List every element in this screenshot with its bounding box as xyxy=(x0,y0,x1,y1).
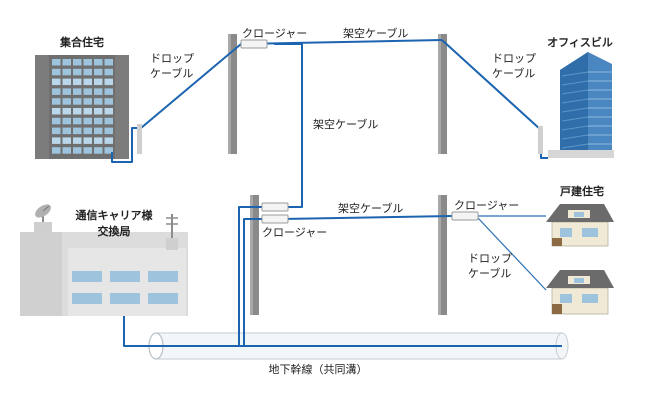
drop-cable-apartment xyxy=(111,43,242,163)
label-drop-house-line2: ケーブル xyxy=(468,266,511,280)
utility-pole-icon xyxy=(438,195,447,315)
underground-riser xyxy=(238,206,562,347)
underground-riser xyxy=(243,218,262,346)
label-aerial-lower: 架空ケーブル xyxy=(338,201,403,215)
cable-closure-icon xyxy=(261,202,289,212)
label-aerial-top: 架空ケーブル xyxy=(343,26,408,40)
drop-cable-house-2 xyxy=(477,217,547,291)
label-drop-apartment-line2: ケーブル xyxy=(150,66,193,80)
aerial-cable-lower xyxy=(281,215,453,220)
utility-pole-icon xyxy=(438,34,447,154)
label-carrier-line2: 交換局 xyxy=(98,224,131,238)
cable-closure-icon xyxy=(240,39,268,49)
house-icon xyxy=(546,270,614,315)
label-office: オフィスビル xyxy=(547,35,613,49)
label-drop-office-line2: ケーブル xyxy=(492,66,535,80)
cable-closure-icon xyxy=(261,214,289,224)
label-closure-lower: クロージャー xyxy=(262,226,327,239)
label-aerial-vertical: 架空ケーブル xyxy=(313,117,378,131)
label-closure-top: クロージャー xyxy=(242,27,307,40)
aerial-cable-vertical xyxy=(272,43,303,208)
label-underground: 地下幹線（共同溝） xyxy=(269,362,368,376)
label-drop-apartment-line1: ドロップ xyxy=(150,52,194,65)
satellite-dish-icon xyxy=(35,204,51,222)
utility-pole-icon xyxy=(250,195,259,315)
office-tower-icon xyxy=(548,52,614,158)
utility-pole-icon xyxy=(228,34,237,154)
antenna-tower-icon xyxy=(166,214,178,238)
house-icon xyxy=(546,204,614,247)
label-house: 戸建住宅 xyxy=(560,184,604,198)
drop-terminal xyxy=(137,124,142,154)
label-apartment: 集合住宅 xyxy=(59,35,104,49)
label-closure-right: クロージャー xyxy=(454,199,519,212)
label-drop-house-line1: ドロップ xyxy=(468,252,512,265)
apartment-building-icon xyxy=(35,55,129,159)
cable-closure-icon xyxy=(451,211,479,221)
carrier-feed-cable xyxy=(123,316,240,347)
label-carrier-line1: 通信キャリア様 xyxy=(76,208,154,222)
carrier-exchange-building-icon xyxy=(20,222,188,316)
drop-terminal xyxy=(538,126,543,154)
label-drop-office-line1: ドロップ xyxy=(492,52,536,65)
aerial-cable-top xyxy=(240,39,443,45)
